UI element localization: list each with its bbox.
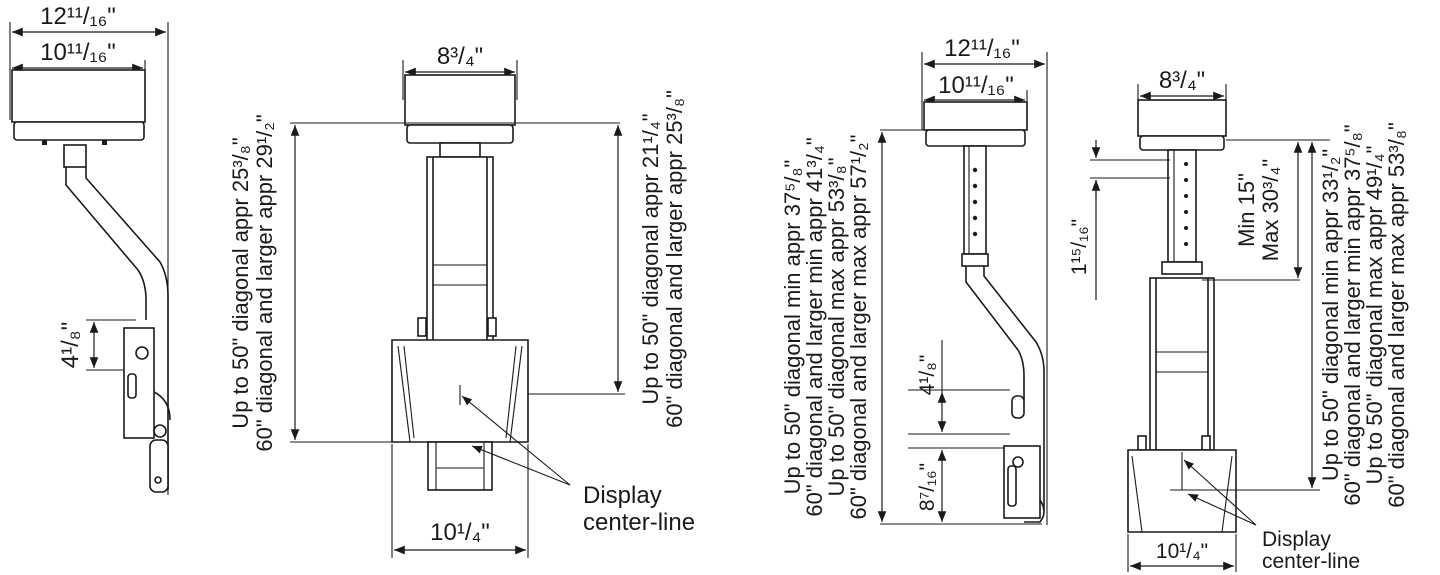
display-centerline-label-2: center-line bbox=[1262, 550, 1360, 573]
top-width-label: 8³/₄" bbox=[1159, 67, 1205, 94]
adjust-min-label: Min 15" bbox=[1234, 173, 1259, 247]
width-inner-label: 10¹¹/₁₆" bbox=[938, 72, 1014, 99]
top-width-label: 8³/₄" bbox=[437, 43, 483, 70]
figure-a-side-view: 12¹¹/₁₆" 10¹¹/₁₆" 4¹/₈" bbox=[9, 3, 171, 495]
ceiling-plate bbox=[1137, 99, 1227, 137]
width-inner-label: 10¹¹/₁₆" bbox=[40, 39, 116, 66]
left-height-label-1: Up to 50" diagonal appr 25³/₈" bbox=[228, 137, 253, 428]
lower-label: 8⁷/₁₆" bbox=[916, 463, 939, 511]
height-label-4: 60" diagonal and larger max appr 57¹/₂" bbox=[846, 135, 871, 520]
display-centerline-label-2: center-line bbox=[583, 509, 695, 536]
spacing-label: 1¹⁵/₁₆" bbox=[1068, 219, 1091, 275]
width-outer-label: 12¹¹/₁₆" bbox=[944, 35, 1020, 62]
height-label-3: Up to 50" diagonal max appr 53³/₈" bbox=[824, 157, 849, 496]
figure-b-front-view: 8³/₄" Up to 50" diagonal appr 25³/₈" 60"… bbox=[228, 43, 695, 558]
offset-label: 4¹/₈" bbox=[916, 355, 939, 396]
width-outer-label: 12¹¹/₁₆" bbox=[40, 3, 116, 30]
offset-label: 4¹/₈" bbox=[57, 322, 84, 368]
display-plate bbox=[1127, 449, 1237, 533]
ceiling-plate bbox=[404, 74, 516, 126]
height-label-1: Up to 50" diagonal min appr 37⁵/₈" bbox=[780, 160, 805, 495]
figure-d-front-view: 8³/₄" 1¹⁵/₁₆" Min 15" Max 30³/₄" bbox=[1068, 67, 1409, 573]
height-label-1: Up to 50" diagonal min appr 33¹/₂" bbox=[1318, 149, 1343, 481]
display-centerline-label-1: Display bbox=[583, 482, 662, 509]
ceiling-plate bbox=[11, 69, 146, 123]
adjust-max-label: Max 30³/₄" bbox=[1258, 159, 1283, 261]
right-height-label-1: Up to 50" diagonal appr 21¹/₄" bbox=[638, 113, 663, 404]
height-label-2: 60" diagonal and larger min appr 37⁵/₈" bbox=[1340, 124, 1365, 505]
bottom-width-label: 10¹/₄" bbox=[430, 519, 490, 546]
display-centerline-label-1: Display bbox=[1262, 528, 1331, 551]
height-label-4: 60" diagonal and larger max appr 53³/₈" bbox=[1384, 122, 1409, 508]
bottom-width-label: 10¹/₄" bbox=[1156, 540, 1208, 563]
height-label-3: Up to 50" diagonal max appr 49¹/₄" bbox=[1362, 146, 1387, 485]
left-height-label-2: 60" diagonal and larger appr 29¹/₂" bbox=[252, 114, 277, 451]
height-label-2: 60" diagonal and larger min appr 41³/₄" bbox=[802, 137, 827, 516]
right-height-label-2: 60" diagonal and larger appr 25³/₈" bbox=[662, 90, 687, 428]
figure-c-side-view: 12¹¹/₁₆" 10¹¹/₁₆" 4¹/₈" 8⁷/₁₆" bbox=[780, 35, 1048, 525]
ceiling-plate bbox=[923, 101, 1028, 131]
